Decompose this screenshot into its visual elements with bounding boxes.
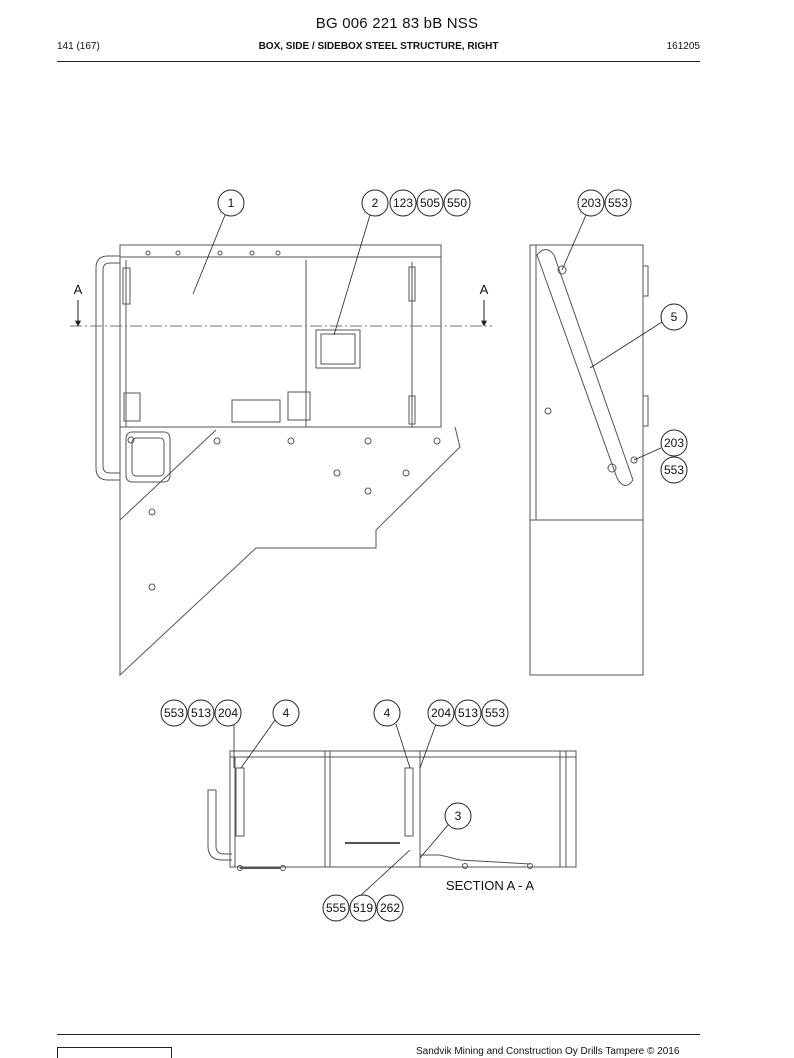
callout-204-left [214, 699, 242, 727]
callout-5-text: 5 [671, 310, 678, 324]
callout-553-left-text: 553 [164, 706, 184, 720]
callout-3-text: 3 [455, 809, 462, 823]
leader-lines [192, 214, 663, 897]
callout-553-right [481, 699, 509, 727]
callout-203-top-text: 203 [581, 196, 601, 210]
section-line [70, 300, 492, 327]
callout-513-right [454, 699, 482, 727]
callout-1 [217, 189, 245, 217]
callout-553-top [604, 189, 632, 217]
footer-rule [57, 1034, 700, 1035]
date-code: 161205 [666, 41, 700, 52]
callout-204-right-text: 204 [431, 706, 451, 720]
callout-1-text: 1 [228, 196, 235, 210]
callout-4-left [272, 699, 300, 727]
header-rule [57, 61, 700, 62]
callout-505-text: 505 [420, 196, 440, 210]
side-view [95, 244, 461, 677]
document-code: BG 006 221 83 bB NSS [315, 15, 479, 32]
callout-519-text: 519 [353, 901, 373, 915]
callout-203-top [577, 189, 605, 217]
callout-550 [443, 189, 471, 217]
callout-204-right [427, 699, 455, 727]
callout-4-right [373, 699, 401, 727]
callout-555-text: 555 [326, 901, 346, 915]
section-marker-left: A [74, 282, 83, 297]
callout-4-left-text: 4 [283, 706, 290, 720]
page-number: 141 (167) [57, 41, 100, 52]
callout-519 [349, 894, 377, 922]
callout-262-text: 262 [380, 901, 400, 915]
page-title: BOX, SIDE / SIDEBOX STEEL STRUCTURE, RIG… [258, 41, 499, 52]
callout-550-text: 550 [447, 196, 467, 210]
callout-513-right-text: 513 [458, 706, 478, 720]
callout-553-side [660, 456, 688, 484]
callout-553-side-text: 553 [664, 463, 684, 477]
section-caption: SECTION A - A [446, 878, 534, 893]
callout-2 [361, 189, 389, 217]
callout-123-text: 123 [393, 196, 413, 210]
callout-3 [444, 802, 472, 830]
section-view [207, 750, 577, 871]
callout-513-left-text: 513 [191, 706, 211, 720]
callout-553-left [160, 699, 188, 727]
section-marker-right: A [480, 282, 489, 297]
callout-553-right-text: 553 [485, 706, 505, 720]
callout-204-left-text: 204 [218, 706, 238, 720]
callout-4-right-text: 4 [384, 706, 391, 720]
callout-505 [416, 189, 444, 217]
callout-5 [660, 303, 688, 331]
callout-555 [322, 894, 350, 922]
callout-203-side-text: 203 [664, 436, 684, 450]
callout-203-side [660, 429, 688, 457]
callout-2-text: 2 [372, 196, 379, 210]
footer-copyright: Sandvik Mining and Construction Oy Drill… [416, 1046, 680, 1057]
end-view [529, 244, 649, 676]
callout-553-top-text: 553 [608, 196, 628, 210]
callout-513-left [187, 699, 215, 727]
callout-123 [389, 189, 417, 217]
callout-262 [376, 894, 404, 922]
